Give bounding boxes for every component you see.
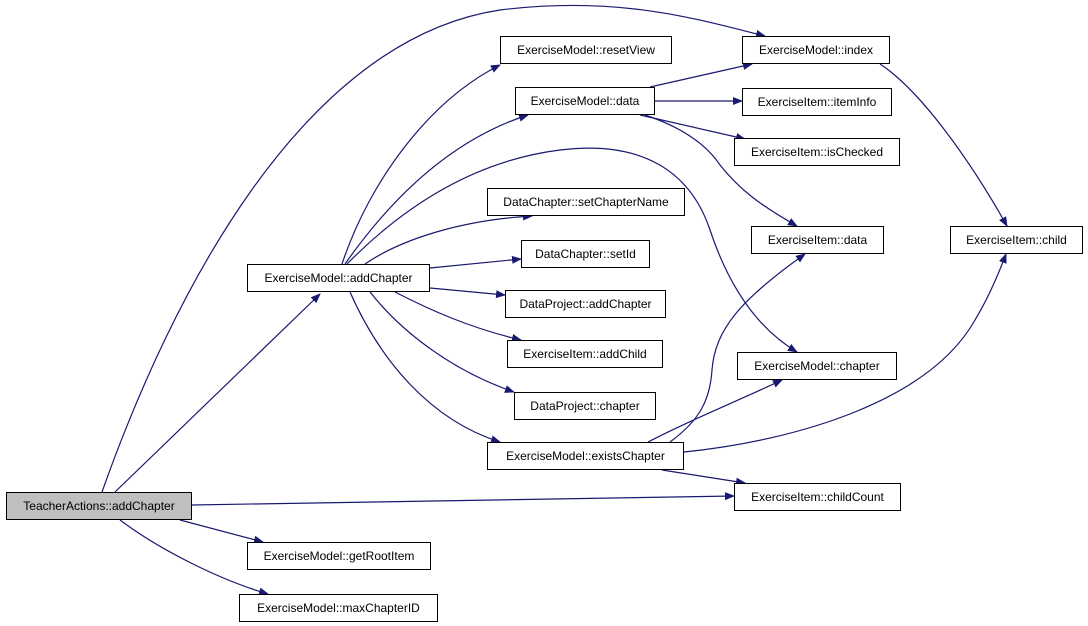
edge-teacheractions-addchapter-to-exercisemodel-maxchapterid	[119, 519, 269, 596]
edge-exercisemodel-existschapter-to-exerciseitem-data	[669, 253, 806, 443]
node-teacheractions-addchapter[interactable]: TeacherActions::addChapter	[6, 492, 192, 520]
edge-exercisemodel-existschapter-to-exerciseitem-childcount	[661, 469, 746, 486]
node-exercisemodel-existschapter[interactable]: ExerciseModel::existsChapter	[487, 442, 684, 470]
edge-teacheractions-addchapter-to-exerciseitem-childcount	[191, 492, 735, 506]
node-exerciseitem-iteminfo[interactable]: ExerciseItem::itemInfo	[742, 88, 892, 116]
node-exercisemodel-chapter[interactable]: ExerciseModel::chapter	[737, 352, 897, 380]
node-exercisemodel-maxchapterid[interactable]: ExerciseModel::maxChapterID	[239, 594, 438, 622]
node-exercisemodel-addchapter[interactable]: ExerciseModel::addChapter	[247, 264, 430, 292]
node-datachapter-setid[interactable]: DataChapter::setId	[521, 240, 650, 268]
node-exercisemodel-getrootitem[interactable]: ExerciseModel::getRootItem	[247, 542, 431, 570]
edge-exercisemodel-data-to-exerciseitem-data	[644, 114, 798, 227]
node-dataproject-addchapter[interactable]: DataProject::addChapter	[505, 290, 666, 318]
node-exercisemodel-resetview[interactable]: ExerciseModel::resetView	[500, 36, 672, 64]
node-exerciseitem-data[interactable]: ExerciseItem::data	[751, 226, 884, 254]
edge-exercisemodel-addchapter-to-datachapter-setchaptername	[364, 212, 533, 265]
edge-exercisemodel-addchapter-to-datachapter-setid	[429, 255, 522, 269]
edge-exercisemodel-addchapter-to-exercisemodel-existschapter	[349, 291, 501, 444]
node-exerciseitem-addchild[interactable]: ExerciseItem::addChild	[507, 340, 663, 368]
edge-exercisemodel-addchapter-to-dataproject-addchapter	[429, 287, 506, 299]
edge-exercisemodel-data-to-exercisemodel-index	[649, 62, 753, 88]
edge-exercisemodel-addchapter-to-exercisemodel-resetview	[341, 64, 501, 265]
node-dataproject-chapter[interactable]: DataProject::chapter	[514, 392, 656, 420]
edge-teacheractions-addchapter-to-exercisemodel-index	[101, 4, 766, 493]
node-datachapter-setchaptername[interactable]: DataChapter::setChapterName	[487, 188, 685, 216]
node-exercisemodel-index[interactable]: ExerciseModel::index	[742, 36, 890, 64]
edge-teacheractions-addchapter-to-exercisemodel-getrootitem	[179, 519, 264, 544]
edge-teacheractions-addchapter-to-exercisemodel-addchapter	[114, 293, 321, 493]
edge-exercisemodel-addchapter-to-dataproject-chapter	[369, 291, 515, 393]
node-exercisemodel-data[interactable]: ExerciseModel::data	[515, 87, 655, 115]
node-exerciseitem-child[interactable]: ExerciseItem::child	[950, 226, 1083, 254]
edge-exercisemodel-existschapter-to-exerciseitem-child	[683, 253, 1007, 453]
edge-exercisemodel-existschapter-to-exercisemodel-chapter	[647, 379, 783, 443]
edge-exercisemodel-addchapter-to-exercisemodel-chapter	[346, 147, 798, 353]
node-exerciseitem-childcount[interactable]: ExerciseItem::childCount	[734, 483, 901, 511]
edge-exercisemodel-addchapter-to-exercisemodel-data	[344, 113, 529, 265]
node-exerciseitem-ischecked[interactable]: ExerciseItem::isChecked	[734, 138, 900, 166]
edge-exercisemodel-addchapter-to-exerciseitem-addchild	[394, 291, 522, 342]
edge-exercisemodel-index-to-exerciseitem-child	[879, 63, 1008, 227]
